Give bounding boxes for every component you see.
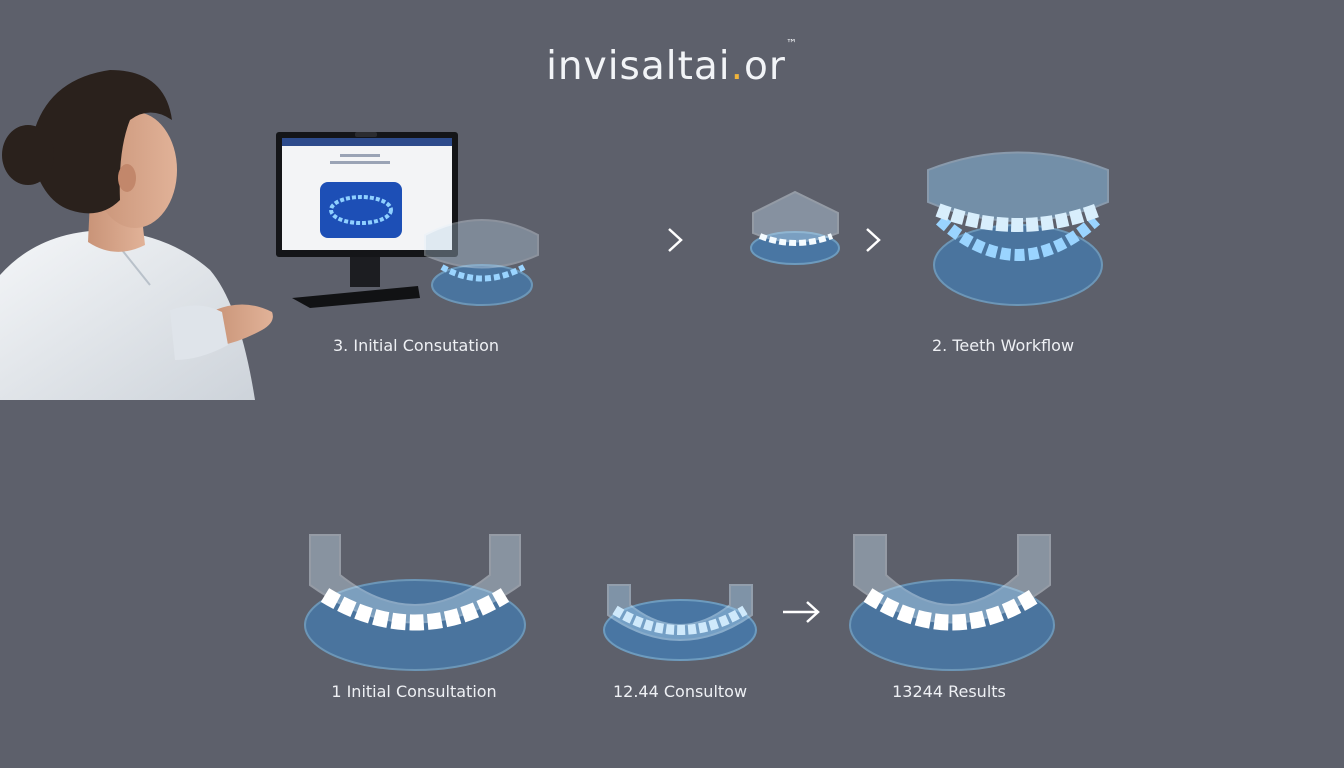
aligner-top-2 — [750, 190, 840, 265]
trademark-mark: ™ — [785, 37, 798, 50]
arrow-right-icon — [780, 598, 824, 630]
aligner-bottom-1 — [304, 534, 526, 671]
chevron-right-icon — [862, 226, 884, 258]
step-label-bottom-1: 1 Initial Consultation — [331, 682, 497, 701]
monitor-illustration — [276, 132, 458, 308]
step-label-top-2: 2. Teeth Workflow — [931, 336, 1075, 355]
aligner-bottom-3 — [849, 534, 1055, 671]
aligner-top-1 — [424, 219, 539, 306]
aligner-top-3 — [927, 151, 1109, 306]
aligner-bottom-2 — [603, 584, 757, 661]
step-label-top-1: 3. Initial Consutation — [332, 336, 500, 355]
brand-name: invisaltai — [546, 44, 731, 89]
brand-logo: invisaltai.or™ — [0, 37, 1344, 89]
step-label-bottom-3: 13244 Results — [892, 682, 1006, 701]
brand-dot: . — [730, 44, 745, 89]
dentist-illustration — [0, 70, 273, 400]
brand-tail: or — [744, 44, 786, 89]
chevron-right-icon — [664, 226, 686, 258]
step-label-bottom-2: 12.44 Consultow — [612, 682, 748, 701]
